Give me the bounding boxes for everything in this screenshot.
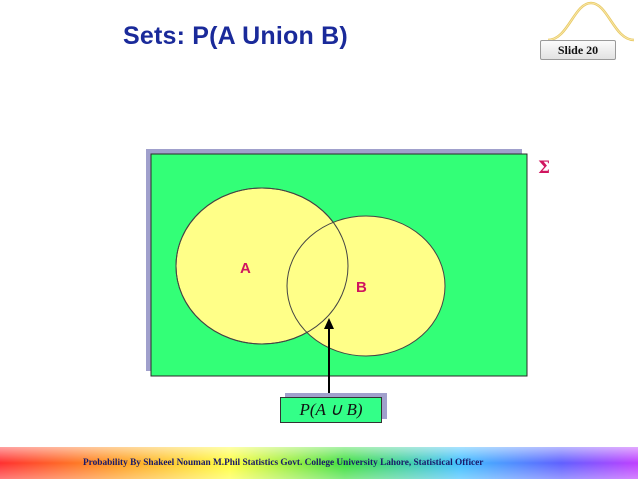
universe-symbol: Σ [538,158,551,178]
set-a-label: A [240,260,251,277]
set-a-outline [175,187,349,345]
venn-diagram: A B [146,149,528,398]
footer-credit-text: Probability By Shakeel Nouman M.Phil Sta… [83,458,484,468]
slide-number-badge: Slide 20 [540,40,616,60]
slide-title: Sets: P(A Union B) [123,22,348,50]
union-arrow-head [324,318,334,329]
footer-rainbow-bar [0,447,638,479]
union-formula-box: P(A ∪ B) [280,397,382,423]
set-b-label: B [356,279,367,296]
bell-curve-logo-icon [547,1,635,42]
set-b-circle [286,215,446,357]
